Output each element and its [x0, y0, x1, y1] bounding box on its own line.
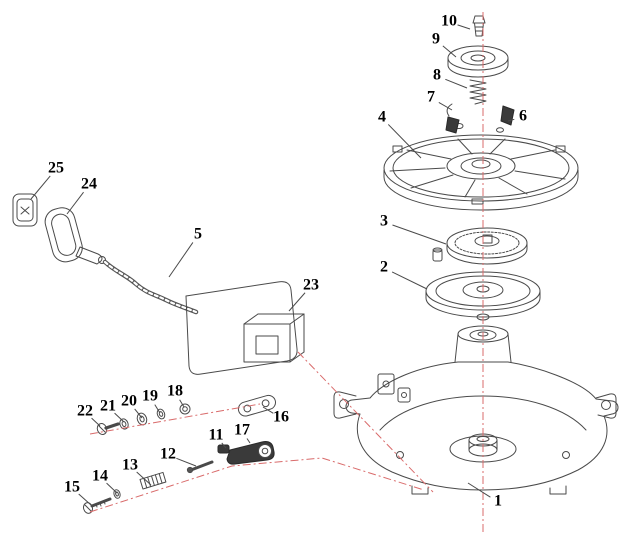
leader-line-20 [134, 408, 143, 419]
leader-line-22 [91, 417, 101, 427]
leader-line-17 [246, 438, 251, 444]
leader-line-11 [221, 442, 227, 449]
assembly-centerlines [89, 12, 484, 534]
part-label-21: 21 [100, 398, 116, 415]
leader-line-8 [445, 78, 468, 89]
leader-line-15 [78, 493, 92, 506]
leader-line-1 [467, 482, 491, 498]
leader-line-7 [438, 102, 453, 111]
part-24-grip-drawing [44, 207, 106, 265]
centerline-3 [89, 403, 261, 435]
part-15-screw-drawing [83, 497, 112, 514]
part-20-washer-drawing [136, 412, 148, 426]
part-label-12: 12 [160, 446, 176, 463]
part-label-9: 9 [432, 31, 440, 48]
part-18-nut-drawing [179, 403, 191, 415]
leader-line-4 [387, 124, 422, 159]
part-label-11: 11 [208, 427, 223, 444]
part-4-fan-wheel-drawing [383, 134, 579, 211]
part-23-bracket-drawing [185, 281, 305, 375]
leader-line-21 [114, 412, 125, 423]
leader-line-10 [457, 24, 471, 30]
leader-line-14 [106, 482, 118, 494]
leader-line-9 [442, 45, 457, 58]
leader-line-3 [392, 224, 447, 245]
exploded-view-artwork [12, 15, 619, 514]
part-label-23: 23 [303, 277, 319, 294]
centerline-4 [89, 457, 425, 513]
part-label-8: 8 [433, 67, 441, 84]
part-label-24: 24 [81, 176, 97, 193]
part-label-5: 5 [194, 226, 202, 243]
leader-line-23 [288, 292, 306, 312]
part-label-20: 20 [121, 393, 137, 410]
part-label-16: 16 [273, 409, 289, 426]
part-25-cap-drawing [12, 193, 38, 227]
part-17-crank-arm-drawing [226, 441, 275, 465]
leader-line-16 [262, 406, 274, 414]
leader-line-5 [168, 242, 194, 278]
leader-line-25 [30, 175, 51, 200]
part-label-4: 4 [378, 109, 386, 126]
part-12-pin-drawing [186, 460, 214, 474]
part-13-spring-drawing [139, 471, 167, 490]
part-6-pawls-drawing [445, 105, 515, 134]
leader-lines [30, 24, 515, 506]
part-label-22: 22 [77, 403, 93, 420]
part-1-housing-drawing [333, 325, 619, 495]
part-label-19: 19 [142, 388, 158, 405]
part-5-rope-drawing [102, 259, 199, 315]
part-label-14: 14 [92, 468, 108, 485]
leader-line-12 [176, 457, 197, 467]
part-3-pulley-drawing [432, 227, 528, 265]
part-label-15: 15 [64, 479, 80, 496]
part-2-spring-case-drawing [425, 271, 541, 318]
part-label-2: 2 [380, 259, 388, 276]
part-16-link-drawing [237, 394, 276, 417]
part-label-1: 1 [494, 493, 502, 510]
part-number-labels: 1234567891011121314151617181920212223242… [48, 13, 527, 510]
part-label-7: 7 [427, 89, 435, 106]
part-label-18: 18 [167, 383, 183, 400]
leader-line-18 [179, 399, 185, 408]
part-label-10: 10 [441, 13, 457, 30]
leader-line-2 [391, 271, 428, 290]
part-label-25: 25 [48, 160, 64, 177]
part-label-13: 13 [122, 457, 138, 474]
part-22-screw-drawing [96, 422, 120, 435]
centerline-2 [297, 351, 434, 493]
part-label-6: 6 [519, 108, 527, 125]
part-8-spring-drawing [469, 79, 487, 105]
part-11-roller-drawing [217, 444, 230, 454]
part-label-17: 17 [234, 422, 250, 439]
leader-line-6 [507, 118, 515, 122]
leader-line-24 [66, 191, 84, 215]
leader-line-19 [154, 404, 161, 414]
part-label-3: 3 [380, 213, 388, 230]
part-9-disc-drawing [447, 45, 509, 78]
part-19-washer-drawing [156, 408, 166, 420]
leader-line-13 [136, 471, 152, 486]
